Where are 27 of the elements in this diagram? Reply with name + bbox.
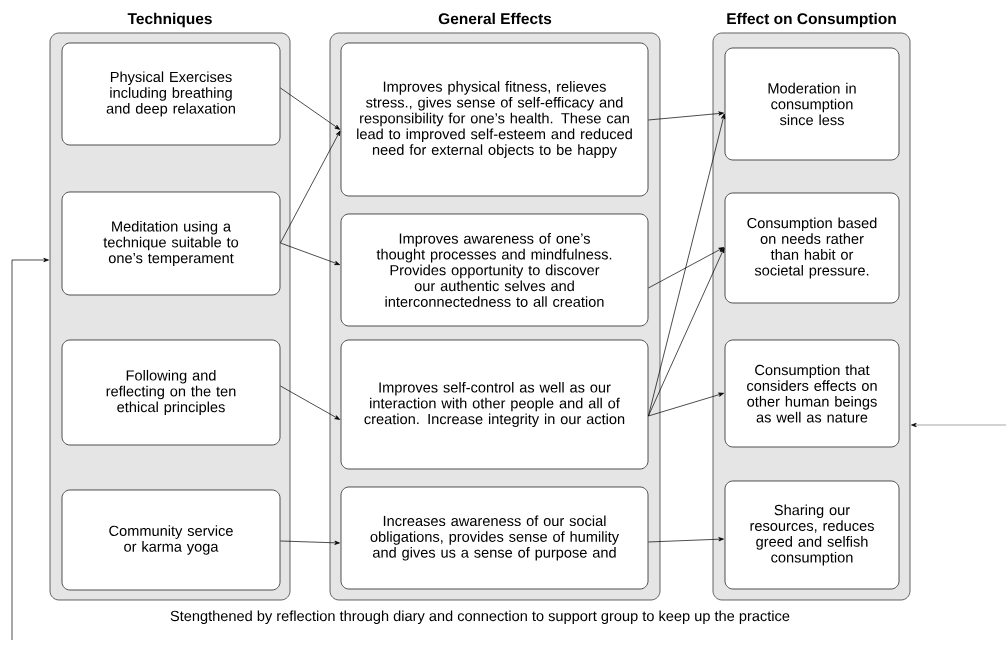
text-box: Community service or karma yoga bbox=[61, 489, 281, 591]
arrow bbox=[648, 111, 724, 121]
arrow bbox=[280, 242, 340, 265]
text-box: Increases awareness of our social obligations, provides sense of humility and gives us a sense of purpose and bbox=[340, 486, 649, 590]
arrow bbox=[648, 392, 724, 417]
text-box: Consumption based on needs rather than habit or societal pressure. bbox=[724, 192, 900, 304]
arrow bbox=[648, 537, 724, 543]
note-text: Stengthened by reflection through diary and connection to support group to keep up the practice bbox=[170, 610, 790, 624]
text-box: Following and reflecting on the ten ethical principles bbox=[61, 339, 281, 446]
node-label: General Effects bbox=[438, 12, 552, 25]
text-box: Improves awareness of one’s thought processes and mindfulness. Provides opportunity to discover our authentic selves and interconnectedness to all creation bbox=[340, 213, 649, 327]
text-box: Improves physical fitness, relieves stress., gives sense of self-efficacy and responsibility for one’s health. These can lead to improved self-esteem and reduced need for external objects to be happy bbox=[340, 42, 649, 197]
arrow bbox=[280, 87, 341, 130]
text-box: Sharing our resources, reduces greed and selfish consumption bbox=[724, 480, 900, 590]
arrow bbox=[648, 247, 725, 417]
text-box: Moderation in consumption since less bbox=[724, 47, 900, 161]
text-box: Improves self-control as well as our interaction with other people and all of creation. Increase integrity in our action bbox=[340, 339, 649, 470]
arrow bbox=[648, 247, 725, 289]
arrow bbox=[280, 130, 341, 244]
text-box: Consumption that considers effects on other human beings as well as nature bbox=[724, 339, 900, 448]
node-label: Effect on Consumption bbox=[727, 12, 896, 28]
arrow bbox=[280, 540, 340, 545]
node-label: Techniques bbox=[127, 12, 212, 28]
text-box: Physical Exercises including breathing and deep relaxation bbox=[61, 42, 281, 146]
arrow bbox=[648, 113, 726, 417]
text-box: Meditation using a technique suitable to one’s temperament bbox=[61, 191, 281, 296]
arrow bbox=[11, 257, 49, 641]
